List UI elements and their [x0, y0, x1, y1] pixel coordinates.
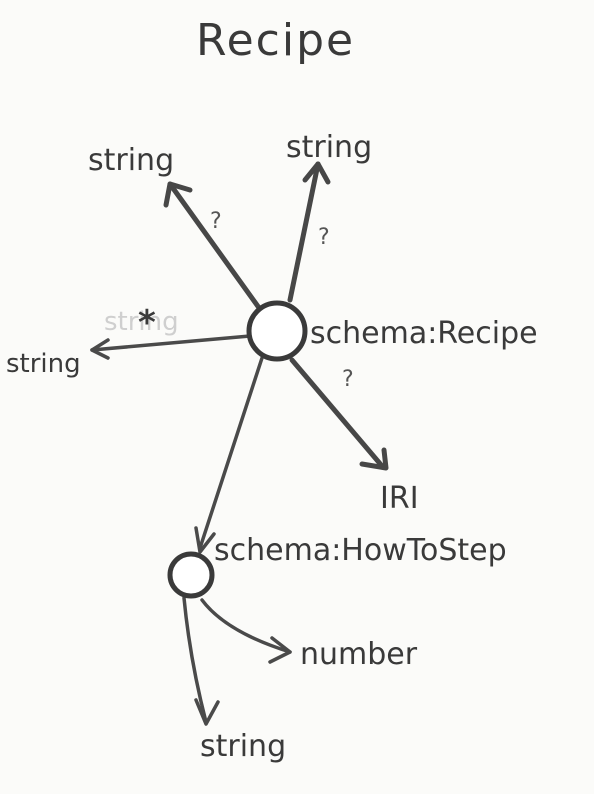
label-number: number — [300, 637, 418, 672]
node-schema-howtostep — [167, 551, 215, 599]
arrowhead-iri — [359, 447, 389, 471]
edge-howtostep-to-string-bottom — [182, 596, 208, 724]
label-iri: IRI — [380, 481, 419, 516]
label-string-top-left: string — [88, 143, 174, 178]
label-string-bottom: string — [200, 729, 286, 764]
node-schema-recipe — [246, 300, 308, 362]
edge-recipe-to-string-left — [90, 334, 252, 352]
ghost-erased-label: string — [104, 307, 179, 337]
edge-recipe-to-string-top-left — [167, 181, 265, 315]
arrowhead-top-right — [302, 161, 331, 185]
arrowhead-number — [268, 636, 292, 664]
label-string-left: string — [6, 349, 81, 379]
arrowhead-string-bottom — [194, 698, 220, 726]
cardinality-top-right: ? — [318, 225, 330, 250]
cardinality-iri: ? — [342, 367, 354, 392]
diagram-title: Recipe — [196, 15, 355, 66]
edge-howtostep-to-number — [200, 598, 292, 654]
edge-recipe-to-iri — [289, 357, 385, 469]
arrowhead-top-left — [163, 181, 193, 208]
arrowhead-left — [90, 338, 110, 360]
label-schema-recipe: schema:Recipe — [310, 316, 538, 351]
cardinality-top-left: ? — [210, 209, 222, 234]
arrowhead-howtostep — [194, 526, 216, 554]
edge-recipe-to-string-top-right — [287, 161, 321, 303]
cardinality-left: * — [138, 303, 156, 343]
edge-recipe-to-howtostep — [198, 356, 264, 550]
label-schema-howtostep: schema:HowToStep — [214, 533, 507, 568]
label-string-top-right: string — [286, 130, 372, 165]
